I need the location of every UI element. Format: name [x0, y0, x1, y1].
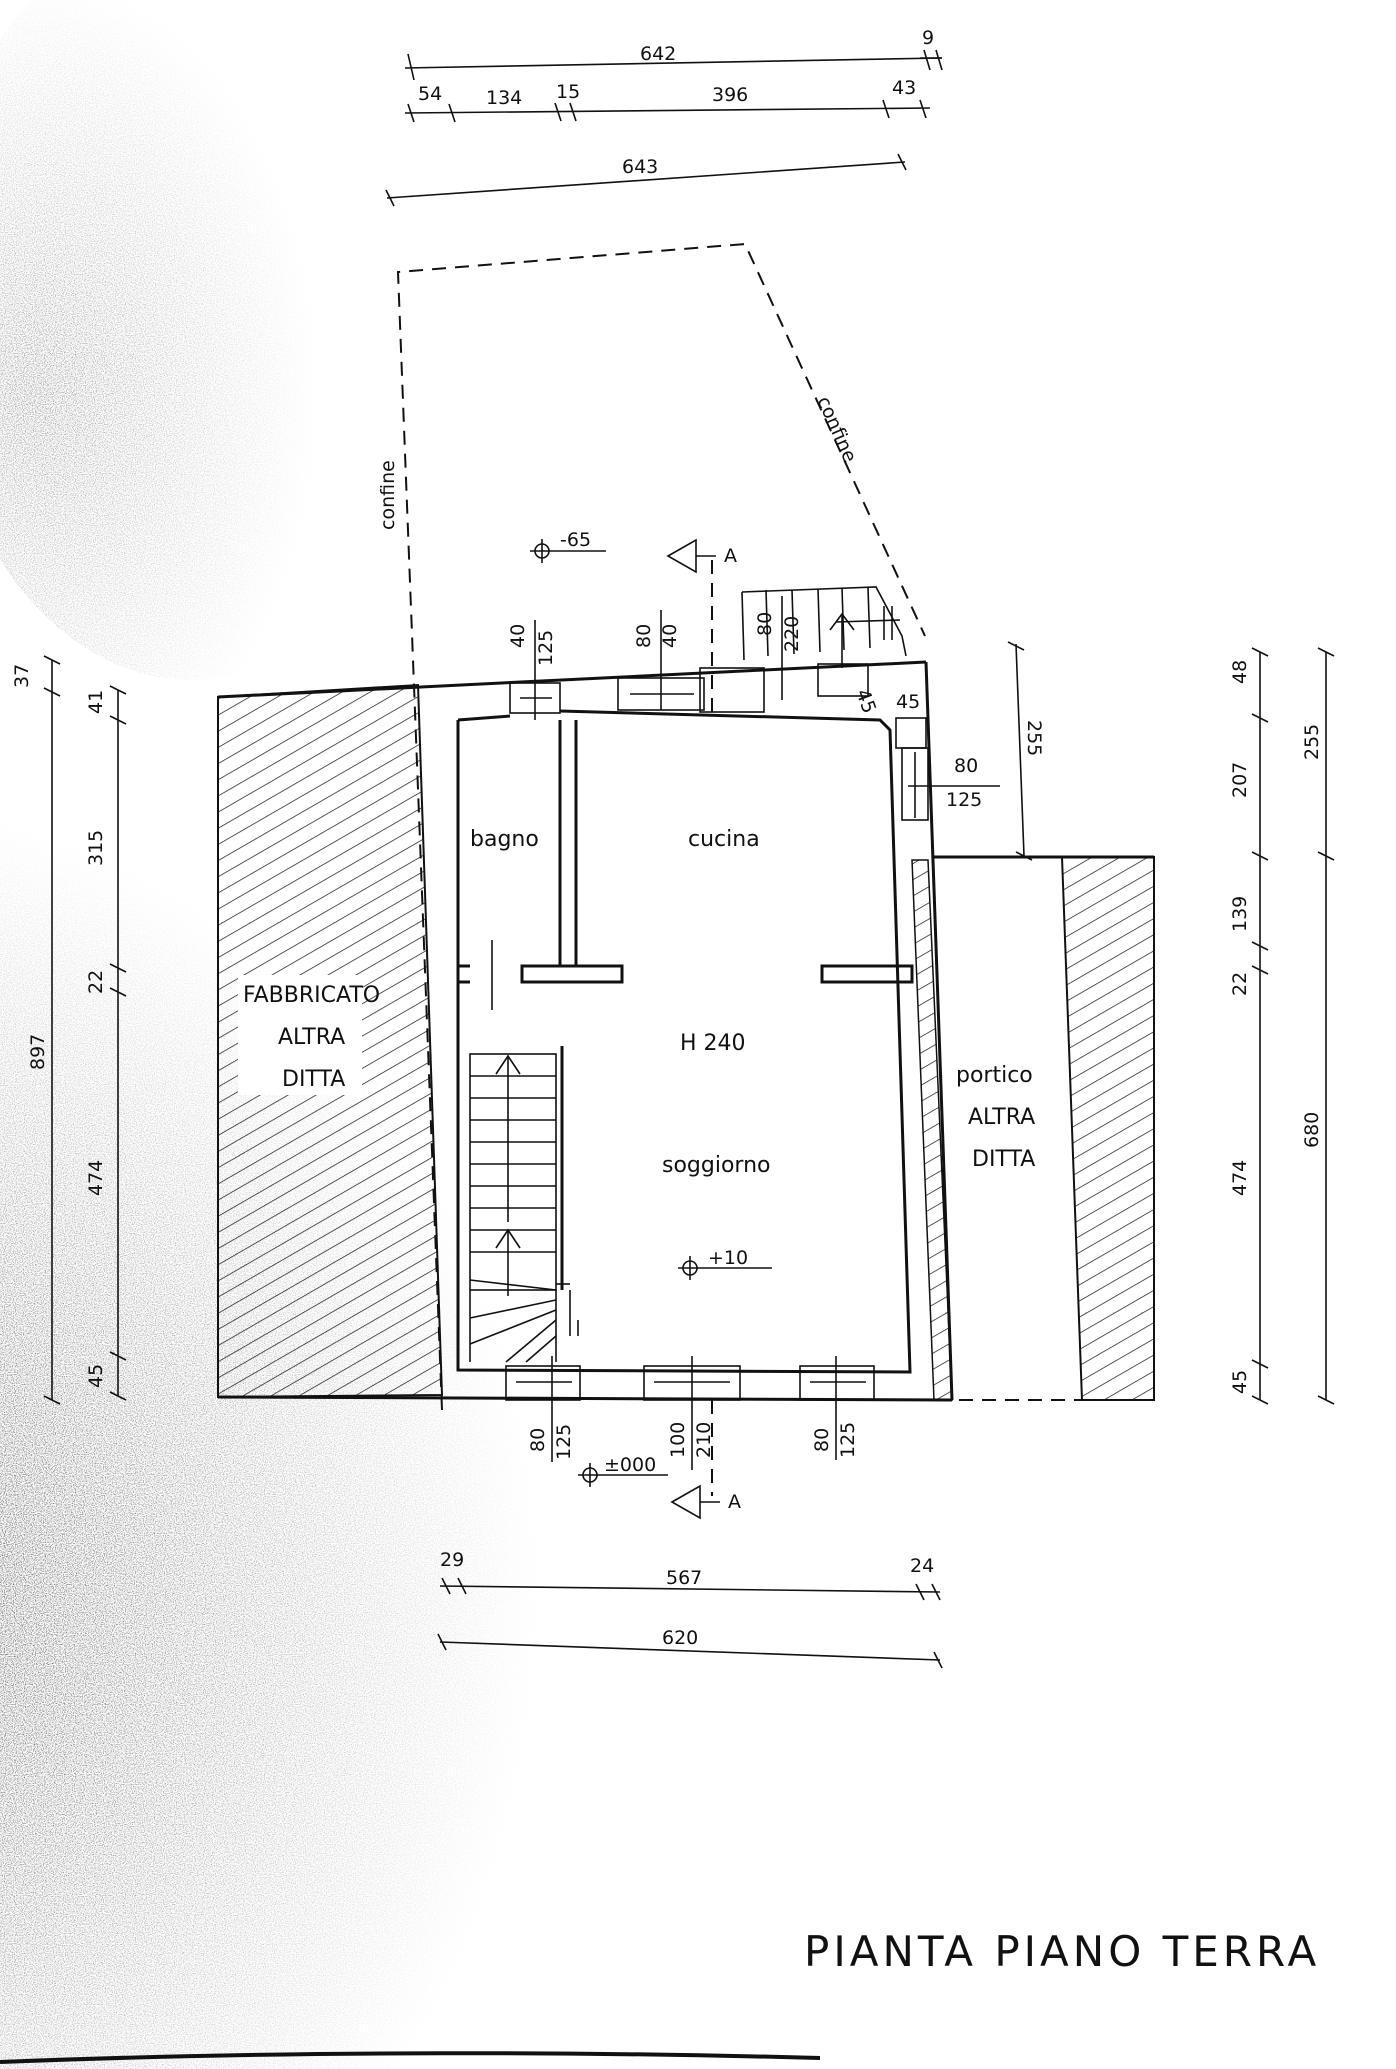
opening-bottom3-w: 80: [811, 1428, 833, 1452]
level-interior: +10: [708, 1247, 748, 1269]
opening-top3-h: 220: [781, 616, 803, 652]
neighbor-building-left: FABBRICATO ALTRA DITTA: [217, 683, 444, 1399]
dim-right-45: 45: [1229, 1370, 1251, 1394]
dim-left-474: 474: [85, 1160, 107, 1196]
section-label-bottom: A: [728, 1491, 741, 1513]
opening-bottom2-w: 100: [667, 1422, 689, 1458]
dim-right-48: 48: [1229, 660, 1251, 684]
staircase: [469, 1046, 579, 1363]
dim-left-45: 45: [85, 1364, 107, 1388]
dim-right-680: 680: [1301, 1112, 1323, 1148]
opening-top2-w: 80: [633, 624, 655, 648]
dim-43: 43: [892, 77, 916, 99]
room-soggiorno: soggiorno: [662, 1153, 771, 1178]
level-bottom: ±000: [604, 1454, 656, 1476]
opening-small-45b: 45: [896, 691, 920, 713]
dim-left-22: 22: [85, 970, 107, 994]
dim-bottom-29: 29: [440, 1549, 464, 1571]
dim-15: 15: [556, 81, 580, 103]
room-labels: bagno cucina H 240 soggiorno: [470, 827, 771, 1178]
dimension-bottom: 29 567 24 620: [437, 1549, 943, 1669]
dim-642: 642: [640, 43, 676, 65]
dim-54: 54: [418, 83, 442, 105]
openings-bottom: 80 125 100 210 80 125: [505, 1356, 875, 1470]
dim-right-139: 139: [1229, 896, 1251, 932]
dim-bottom-620: 620: [662, 1627, 698, 1649]
opening-top1-w: 40: [507, 624, 529, 648]
room-bagno: bagno: [470, 827, 539, 852]
portico-label: portico: [956, 1063, 1033, 1088]
ceiling-height: H 240: [680, 1031, 746, 1056]
level-markers: -65 +10 ±000: [530, 529, 772, 1487]
drawing-title: PIANTA PIANO TERRA: [804, 1927, 1320, 1976]
dim-left-37: 37: [11, 664, 33, 688]
dimension-top: 642 9 54 134 15 396 43 643: [385, 27, 943, 207]
dim-right-207: 207: [1229, 762, 1251, 798]
section-markers: A A: [666, 538, 741, 1520]
opening-top1-h: 125: [535, 630, 557, 666]
opening-bottom1-h: 125: [553, 1424, 575, 1460]
room-cucina: cucina: [688, 827, 760, 852]
dim-left-315: 315: [85, 830, 107, 866]
dim-right-474: 474: [1229, 1160, 1251, 1196]
neighbor-left-line3: DITTA: [282, 1067, 345, 1092]
level-top: -65: [560, 529, 591, 551]
opening-top3-w: 80: [754, 612, 776, 636]
dim-134: 134: [486, 87, 522, 109]
dim-bottom-567: 567: [666, 1567, 702, 1589]
dim-left-41: 41: [85, 690, 107, 714]
side-window: 80 125: [901, 747, 1000, 821]
openings-top: 40 125 80 40 80 220: [507, 596, 869, 720]
dim-right-255: 255: [1301, 724, 1323, 760]
section-label-top: A: [724, 545, 737, 567]
portico-line2: ALTRA: [968, 1105, 1035, 1130]
building-walls: [217, 660, 954, 1402]
dim-9: 9: [922, 27, 934, 49]
opening-side-w: 80: [954, 755, 978, 777]
entrance-steps: 45 45: [741, 586, 927, 749]
dimension-right: 255 48 207 139 22 474 45 255 680: [1007, 641, 1335, 1405]
opening-bottom1-w: 80: [527, 1428, 549, 1452]
neighbor-left-line1: FABBRICATO: [243, 983, 380, 1008]
dim-right-22: 22: [1229, 972, 1251, 996]
dim-portico-255: 255: [1023, 720, 1045, 756]
dim-643: 643: [622, 156, 658, 178]
dim-left-897: 897: [27, 1034, 49, 1070]
neighbor-building-right: portico ALTRA DITTA: [932, 855, 1155, 1401]
opening-top2-h: 40: [659, 624, 681, 648]
dim-396: 396: [712, 84, 748, 106]
page-bottom-edge: [0, 2051, 821, 2064]
portico-line3: DITTA: [972, 1147, 1035, 1172]
dim-bottom-24: 24: [910, 1555, 934, 1577]
neighbor-left-line2: ALTRA: [278, 1025, 345, 1050]
property-boundary: confine confine: [377, 242, 1085, 1411]
opening-bottom3-h: 125: [837, 1422, 859, 1458]
opening-bottom2-h: 210: [693, 1422, 715, 1458]
dimension-left: 37 897 41 315 22 474 45: [11, 655, 127, 1405]
opening-side-h: 125: [946, 789, 982, 811]
boundary-label-left: confine: [377, 460, 399, 530]
